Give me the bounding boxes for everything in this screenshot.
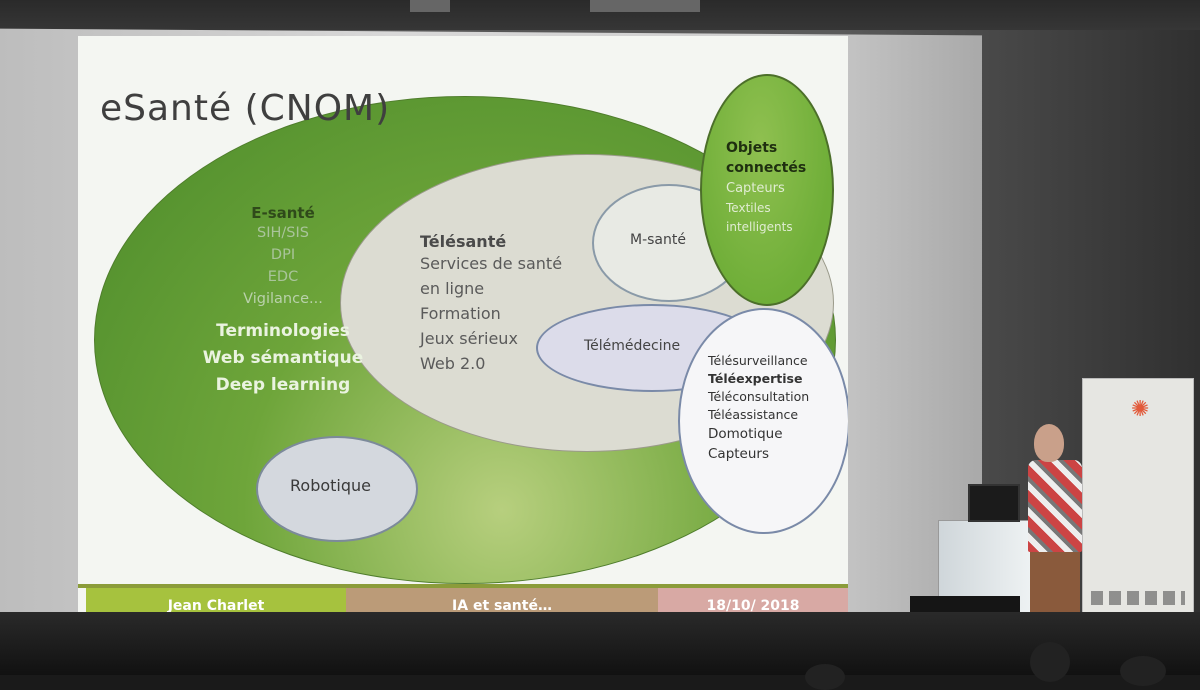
objets-connectes-ellipse [700,74,834,306]
esante-item: Vigilance... [243,291,323,307]
esante-highlight: Terminologies [216,321,350,341]
objets-connectes-text-block: Objets connectés Capteurs Textiles intel… [726,138,806,237]
ceiling-light [590,0,700,12]
audience-head [1120,656,1166,686]
laptop [968,484,1020,522]
esante-highlight: Deep learning [215,375,351,395]
telesante-item: Services de santé [420,254,563,273]
telesurveillance-item: Télésurveillance [708,353,808,368]
msante-label: M-santé [630,232,686,248]
telesante-item: Formation [420,304,501,323]
telesante-heading: Télésanté [420,232,507,251]
esante-highlight: Web sémantique [202,348,364,368]
slide-title: eSanté (CNOM) [100,88,391,129]
objets-item: intelligents [726,220,793,234]
objets-heading: connectés [726,160,807,176]
robotique-ellipse [256,436,418,542]
esante-heading: E-santé [251,204,315,222]
speaker-body [1028,460,1082,552]
telesante-item: Web 2.0 [420,354,486,373]
robotique-label: Robotique [290,476,371,495]
telemedecine-label: Télémédecine [584,338,681,354]
stage-floor [0,612,1200,690]
telesante-text-block: Télésanté Services de santé en ligne For… [420,232,562,376]
objets-heading: Objets [726,140,778,156]
sponsor-logos [1091,591,1185,605]
esante-item: DPI [270,247,296,263]
telesurveillance-text-block: Télésurveillance Téléexpertise Téléconsu… [708,352,809,464]
footer-divider [78,584,848,588]
telesurveillance-item: Téléconsultation [708,389,810,404]
esante-item: SIH/SIS [257,225,309,241]
telesurveillance-item: Domotique [708,426,783,442]
esante-item: EDC [267,269,299,285]
telesurveillance-item: Téléassistance [708,407,799,422]
telesante-item: en ligne [420,279,485,298]
speaker-head [1034,424,1064,462]
objets-item: Textiles [726,201,771,215]
audience-head [805,664,845,690]
telesante-item: Jeux sérieux [420,329,518,348]
projected-slide: eSanté (CNOM) E-santé SIH/SIS DPI EDC Vi… [78,36,848,632]
footer-topic: IA et santé… [452,598,552,614]
audience-head [1030,642,1070,682]
esante-text-block: E-santé SIH/SIS DPI EDC Vigilance... Ter… [198,204,368,399]
footer-date: 18/10/ 2018 [706,598,800,614]
telesurveillance-item: Capteurs [708,446,770,462]
footer-author: Jean Charlet [167,598,265,614]
telesurveillance-item: Téléexpertise [708,371,803,386]
objets-item: Capteurs [726,181,785,196]
ceiling-light [410,0,450,12]
telesurveillance-ellipse [678,308,848,534]
sun-logo-icon: ✺ [1131,397,1150,422]
rollup-banner: ✺ [1082,378,1194,632]
